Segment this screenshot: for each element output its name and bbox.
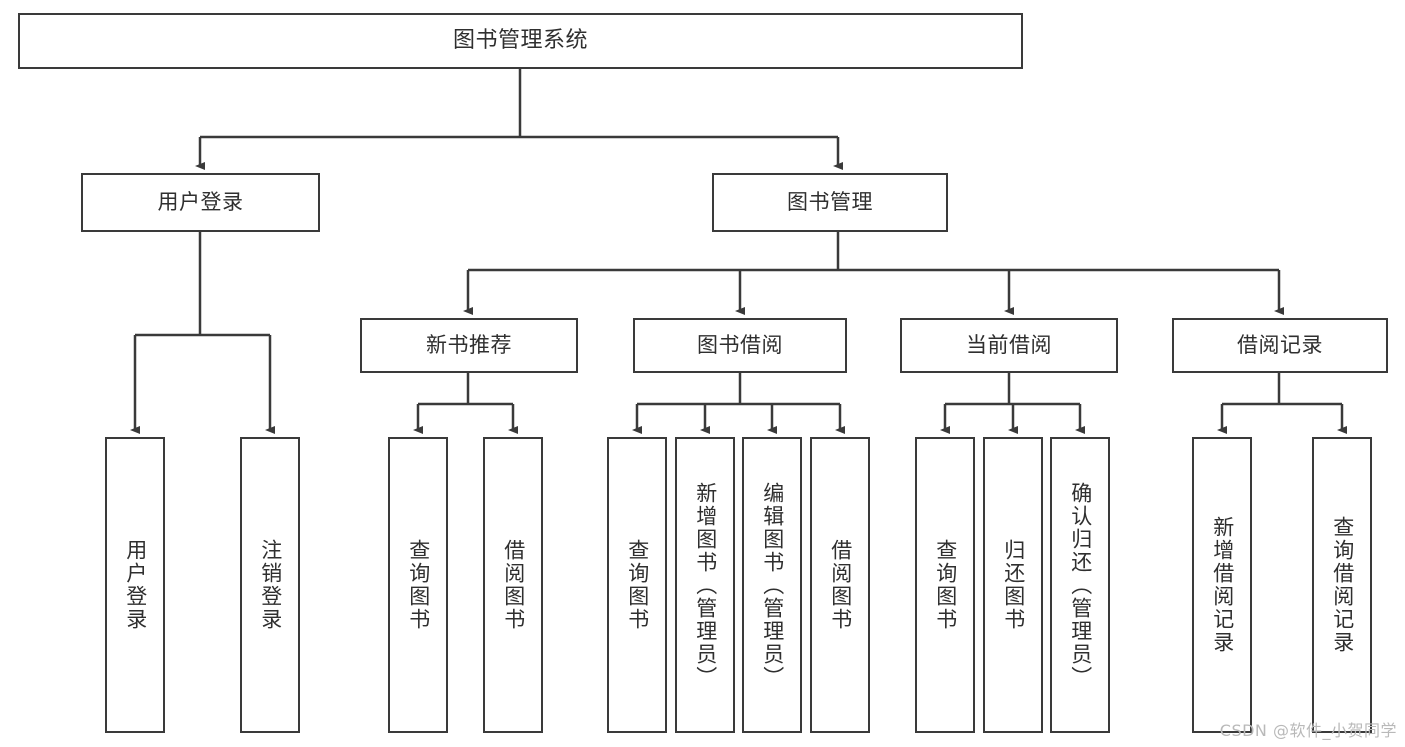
- node-label: 用户登录: [123, 539, 148, 631]
- node-label: 图书借阅: [697, 332, 783, 357]
- node-leaf-user-login[interactable]: 用户登录: [105, 437, 165, 733]
- node-new-book-recommend[interactable]: 新书推荐: [360, 318, 578, 373]
- node-leaf-query-book-3[interactable]: 查询图书: [915, 437, 975, 733]
- node-label: 图书管理系统: [452, 27, 588, 53]
- node-leaf-confirm-return-admin[interactable]: 确认归还（管理员）: [1050, 437, 1110, 733]
- node-label: 当前借阅: [966, 332, 1052, 357]
- node-label: 查询图书: [933, 539, 958, 631]
- node-label: 图书管理: [787, 189, 873, 214]
- node-leaf-add-borrow-record[interactable]: 新增借阅记录: [1192, 437, 1252, 733]
- node-label: 查询图书: [625, 539, 650, 631]
- node-leaf-edit-book-admin[interactable]: 编辑图书（管理员）: [742, 437, 802, 733]
- node-label: 借阅图书: [828, 539, 853, 631]
- node-user-login[interactable]: 用户登录: [81, 173, 320, 232]
- node-book-borrow[interactable]: 图书借阅: [633, 318, 847, 373]
- node-label: 借阅记录: [1237, 332, 1323, 357]
- node-leaf-return-book[interactable]: 归还图书: [983, 437, 1043, 733]
- node-leaf-borrow-book-1[interactable]: 借阅图书: [483, 437, 543, 733]
- node-root-system[interactable]: 图书管理系统: [18, 13, 1023, 69]
- node-label: 归还图书: [1001, 539, 1026, 631]
- node-label: 借阅图书: [501, 539, 526, 631]
- watermark-text: CSDN @软件_小贺同学: [1219, 721, 1397, 740]
- node-label: 新书推荐: [426, 332, 512, 357]
- node-leaf-query-book-1[interactable]: 查询图书: [388, 437, 448, 733]
- node-label: 确认归还（管理员）: [1068, 481, 1093, 689]
- node-leaf-query-borrow-record[interactable]: 查询借阅记录: [1312, 437, 1372, 733]
- node-label: 新增借阅记录: [1210, 516, 1235, 654]
- node-leaf-borrow-book-2[interactable]: 借阅图书: [810, 437, 870, 733]
- node-label: 查询图书: [406, 539, 431, 631]
- node-label: 编辑图书（管理员）: [760, 481, 785, 689]
- node-label: 用户登录: [157, 189, 244, 214]
- node-label: 新增图书（管理员）: [693, 481, 718, 689]
- node-leaf-add-book-admin[interactable]: 新增图书（管理员）: [675, 437, 735, 733]
- node-book-manage[interactable]: 图书管理: [712, 173, 948, 232]
- node-leaf-query-book-2[interactable]: 查询图书: [607, 437, 667, 733]
- node-label: 注销登录: [258, 539, 283, 631]
- node-borrow-record[interactable]: 借阅记录: [1172, 318, 1388, 373]
- node-leaf-logout-login[interactable]: 注销登录: [240, 437, 300, 733]
- node-current-borrow[interactable]: 当前借阅: [900, 318, 1118, 373]
- node-label: 查询借阅记录: [1330, 516, 1355, 654]
